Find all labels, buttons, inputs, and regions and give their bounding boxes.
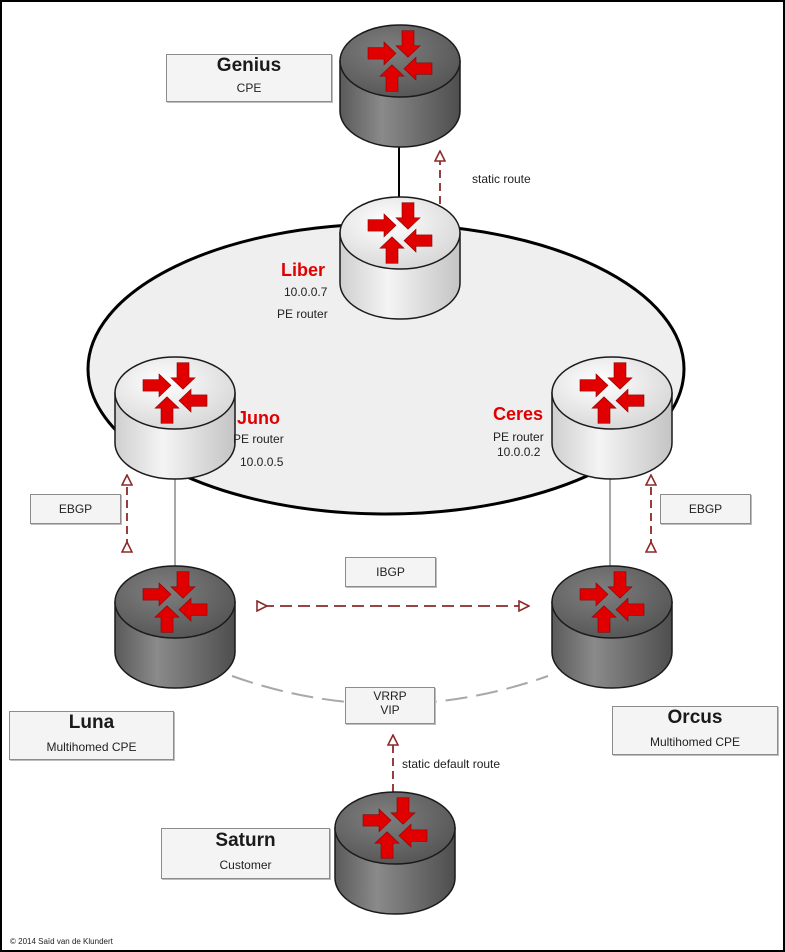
ceres-name: Ceres	[493, 404, 544, 424]
vrrp-vip-label: VRRP VIP	[345, 687, 435, 724]
juno-name: Juno	[237, 408, 280, 428]
saturn-label-box: Saturn Customer	[161, 828, 330, 879]
genius-role: CPE	[236, 81, 262, 95]
orcus-name: Orcus	[667, 707, 723, 728]
orcus-label-box: Orcus Multihomed CPE	[612, 706, 778, 755]
luna-role: Multihomed CPE	[46, 740, 137, 754]
copyright-text: © 2014 Saïd van de Klundert	[10, 937, 113, 946]
ceres-ip: 10.0.0.2	[497, 445, 541, 459]
ceres-router-icon	[551, 356, 673, 480]
orcus-role: Multihomed CPE	[649, 735, 741, 749]
luna-router-icon	[114, 565, 236, 689]
genius-label-box: Genius CPE	[166, 54, 332, 102]
luna-label-box: Luna Multihomed CPE	[9, 711, 174, 760]
orcus-router-icon	[551, 565, 673, 689]
ebgp-right-label: EBGP	[660, 494, 751, 524]
ebgp-left-label: EBGP	[30, 494, 121, 524]
luna-name: Luna	[68, 712, 115, 733]
saturn-name: Saturn	[215, 830, 276, 851]
liber-role: PE router	[277, 307, 328, 321]
liber-ip: 10.0.0.7	[284, 285, 328, 299]
static-default-route-label: static default route	[402, 757, 501, 771]
ceres-role: PE router	[493, 430, 544, 444]
vrrp-label-line2: VIP	[380, 703, 400, 717]
static-route-label: static route	[472, 172, 531, 186]
saturn-router-icon	[334, 791, 456, 915]
genius-name: Genius	[216, 55, 282, 76]
juno-role: PE router	[233, 432, 284, 446]
juno-ip: 10.0.0.5	[240, 455, 284, 469]
juno-router-icon	[114, 356, 236, 480]
ibgp-label: IBGP	[345, 557, 436, 587]
liber-name: Liber	[281, 260, 326, 280]
saturn-role: Customer	[219, 858, 272, 872]
genius-router-icon	[339, 24, 461, 148]
vrrp-label-line1: VRRP	[373, 689, 407, 703]
liber-router-icon	[339, 196, 461, 320]
